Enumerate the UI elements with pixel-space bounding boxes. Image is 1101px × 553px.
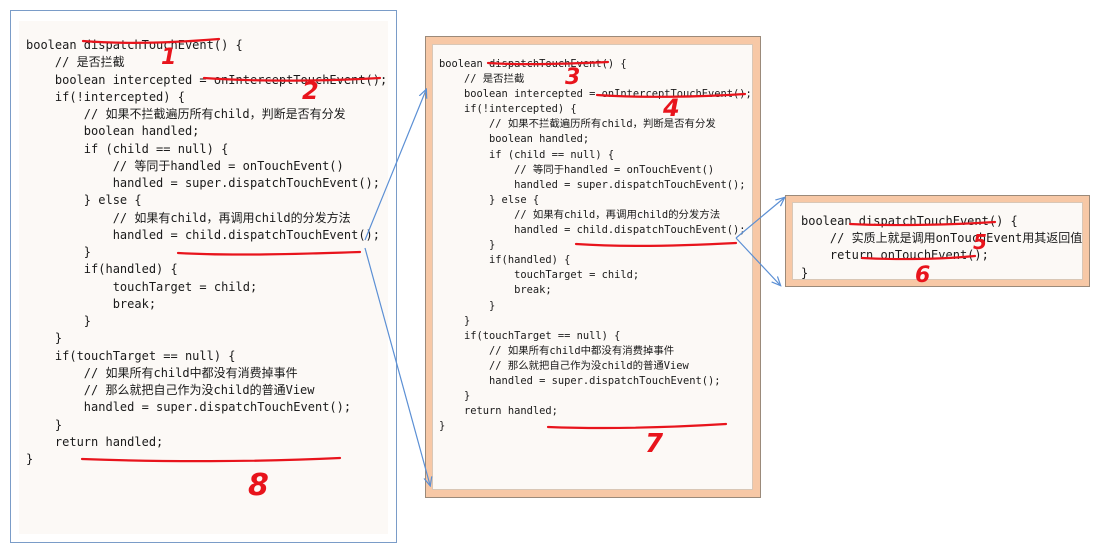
code-line: }: [26, 331, 63, 346]
code-line: boolean handled;: [439, 133, 590, 146]
code-line: return handled;: [439, 405, 558, 418]
code-line: return onTouchEvent();: [801, 248, 989, 263]
code-line: boolean dispatchTouchEvent() {: [439, 58, 627, 70]
code-line: }: [439, 299, 496, 312]
code-line: // 如果不拦截遍历所有child，判断是否有分发: [26, 107, 346, 121]
code-line: boolean intercepted = onInterceptTouchEv…: [439, 88, 752, 101]
code-line: if(touchTarget == null) {: [26, 348, 236, 363]
code-panel-child-view-group: boolean dispatchTouchEvent() { // 是否拦截 b…: [425, 36, 761, 498]
code-line: if (child == null) {: [26, 141, 229, 156]
code-line: handled = super.dispatchTouchEvent();: [26, 176, 381, 190]
code-line: // 等同于handled = onTouchEvent(): [439, 163, 715, 176]
code-line: // 如果所有child中都没有消费掉事件: [26, 365, 298, 380]
code-line: // 如果有child，再调用child的分发方法: [26, 210, 351, 225]
code-panel-view: boolean dispatchTouchEvent() { // 实质上就是调…: [785, 195, 1090, 287]
code-line: } else {: [26, 193, 142, 208]
code-line: boolean dispatchTouchEvent() {: [26, 38, 243, 52]
code-line: }: [439, 420, 446, 433]
code-line: boolean handled;: [26, 124, 200, 139]
code-line: if(!intercepted) {: [439, 103, 577, 116]
code-text: boolean dispatchTouchEvent() { // 实质上就是调…: [801, 213, 1082, 282]
code-line: break;: [26, 296, 157, 311]
code-line: }: [439, 390, 471, 403]
code-line: handled = super.dispatchTouchEvent();: [439, 374, 721, 387]
code-line: // 实质上就是调用onTouchEvent用其返回值: [801, 231, 1083, 246]
code-line: // 那么就把自己作为没child的普通View: [26, 383, 315, 397]
code-line: if (child == null) {: [439, 148, 615, 161]
code-line: if(handled) {: [26, 262, 178, 277]
code-line: // 是否拦截: [439, 73, 525, 86]
code-line: // 那么就把自己作为没child的普通View: [439, 359, 689, 372]
code-line: touchTarget = child;: [439, 269, 640, 282]
code-text: boolean dispatchTouchEvent() { // 是否拦截 b…: [26, 37, 387, 468]
code-line: touchTarget = child;: [26, 279, 258, 294]
code-line: handled = child.dispatchTouchEvent();: [26, 227, 381, 242]
code-text: boolean dispatchTouchEvent() { // 是否拦截 b…: [439, 57, 752, 434]
code-line: }: [26, 452, 34, 466]
code-line: handled = child.dispatchTouchEvent();: [439, 224, 746, 237]
code-line: handled = super.dispatchTouchEvent();: [439, 178, 746, 191]
code-line: if(!intercepted) {: [26, 89, 185, 104]
code-line: boolean dispatchTouchEvent() {: [801, 214, 1018, 228]
code-line: break;: [439, 284, 552, 297]
code-line: }: [26, 245, 92, 259]
code-line: // 是否拦截: [26, 55, 125, 70]
code-line: // 如果所有child中都没有消费掉事件: [439, 344, 675, 357]
code-line: }: [26, 417, 63, 432]
code-line: }: [26, 314, 92, 328]
code-line: return handled;: [26, 434, 164, 449]
code-line: // 等同于handled = onTouchEvent(): [26, 158, 344, 173]
code-line: if(touchTarget == null) {: [439, 329, 621, 342]
code-line: }: [801, 265, 809, 280]
code-line: boolean intercepted = onInterceptTouchEv…: [26, 72, 388, 87]
code-line: // 如果不拦截遍历所有child，判断是否有分发: [439, 118, 716, 131]
code-block-view: boolean dispatchTouchEvent() { // 实质上就是调…: [792, 202, 1083, 280]
code-line: }: [439, 314, 471, 327]
code-line: if(handled) {: [439, 254, 571, 267]
code-line: handled = super.dispatchTouchEvent();: [26, 400, 352, 415]
code-panel-view-group: boolean dispatchTouchEvent() { // 是否拦截 b…: [10, 10, 397, 543]
code-block-parent: boolean dispatchTouchEvent() { // 是否拦截 b…: [19, 21, 388, 534]
code-line: } else {: [439, 193, 540, 206]
code-block-child: boolean dispatchTouchEvent() { // 是否拦截 b…: [432, 44, 753, 490]
code-line: }: [439, 239, 496, 252]
code-line: // 如果有child，再调用child的分发方法: [439, 208, 721, 221]
